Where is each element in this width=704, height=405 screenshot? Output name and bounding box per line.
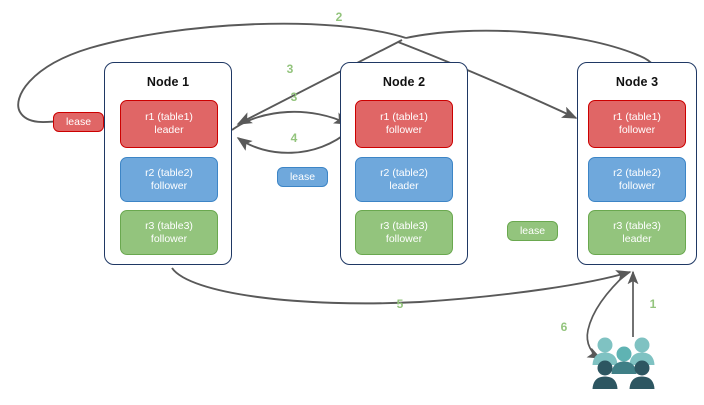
arrow-step-3	[231, 110, 350, 131]
node-title: Node 3	[615, 75, 659, 89]
replica-name: r1 (table1)	[613, 111, 661, 123]
step-label-5: 5	[396, 297, 404, 311]
replica-role: leader	[154, 124, 184, 136]
replica-node1-r1[interactable]: r1 (table1) leader	[120, 100, 218, 148]
replica-role: follower	[150, 179, 188, 192]
replica-node3-r3[interactable]: r3 (table3) leader	[588, 210, 686, 255]
step-label-3b: 3	[290, 90, 298, 104]
lease-chip-table1[interactable]: lease	[53, 112, 104, 132]
replica-node1-r3[interactable]: r3 (table3) follower	[120, 210, 218, 255]
step-label-3a: 3	[286, 62, 294, 76]
replica-node2-r2[interactable]: r2 (table2) leader	[355, 157, 453, 202]
replica-name: r3 (table3)	[613, 219, 661, 232]
step-label-6: 6	[560, 320, 568, 334]
step-label-2: 2	[335, 10, 343, 24]
replica-node3-r1[interactable]: r1 (table1) follower	[588, 100, 686, 148]
replica-name: r3 (table3)	[380, 219, 428, 232]
replica-name: r2 (table2)	[613, 166, 661, 179]
replica-node1-r2[interactable]: r2 (table2) follower	[120, 157, 218, 202]
replica-node3-r2[interactable]: r2 (table2) follower	[588, 157, 686, 202]
replica-node2-r1[interactable]: r1 (table1) follower	[355, 100, 453, 148]
replica-name: r2 (table2)	[380, 166, 428, 179]
replica-role: leader	[389, 179, 419, 192]
node-title: Node 1	[146, 75, 190, 89]
step-label-4: 4	[290, 131, 298, 145]
replica-role: leader	[622, 232, 652, 245]
replica-role: follower	[385, 232, 423, 245]
replica-name: r2 (table2)	[145, 166, 193, 179]
step-label-1: 1	[649, 297, 657, 311]
node-title: Node 2	[382, 75, 426, 89]
users-group-icon	[592, 337, 655, 389]
replica-role: follower	[385, 124, 423, 136]
replica-name: r3 (table3)	[145, 219, 193, 232]
replica-role: follower	[618, 179, 656, 192]
replica-name: r1 (table1)	[145, 111, 193, 123]
lease-chip-table3[interactable]: lease	[507, 221, 558, 241]
replica-name: r1 (table1)	[380, 111, 428, 123]
replica-role: follower	[150, 232, 188, 245]
replica-node2-r3[interactable]: r3 (table3) follower	[355, 210, 453, 255]
replica-role: follower	[618, 124, 656, 136]
lease-chip-table2[interactable]: lease	[277, 167, 328, 187]
